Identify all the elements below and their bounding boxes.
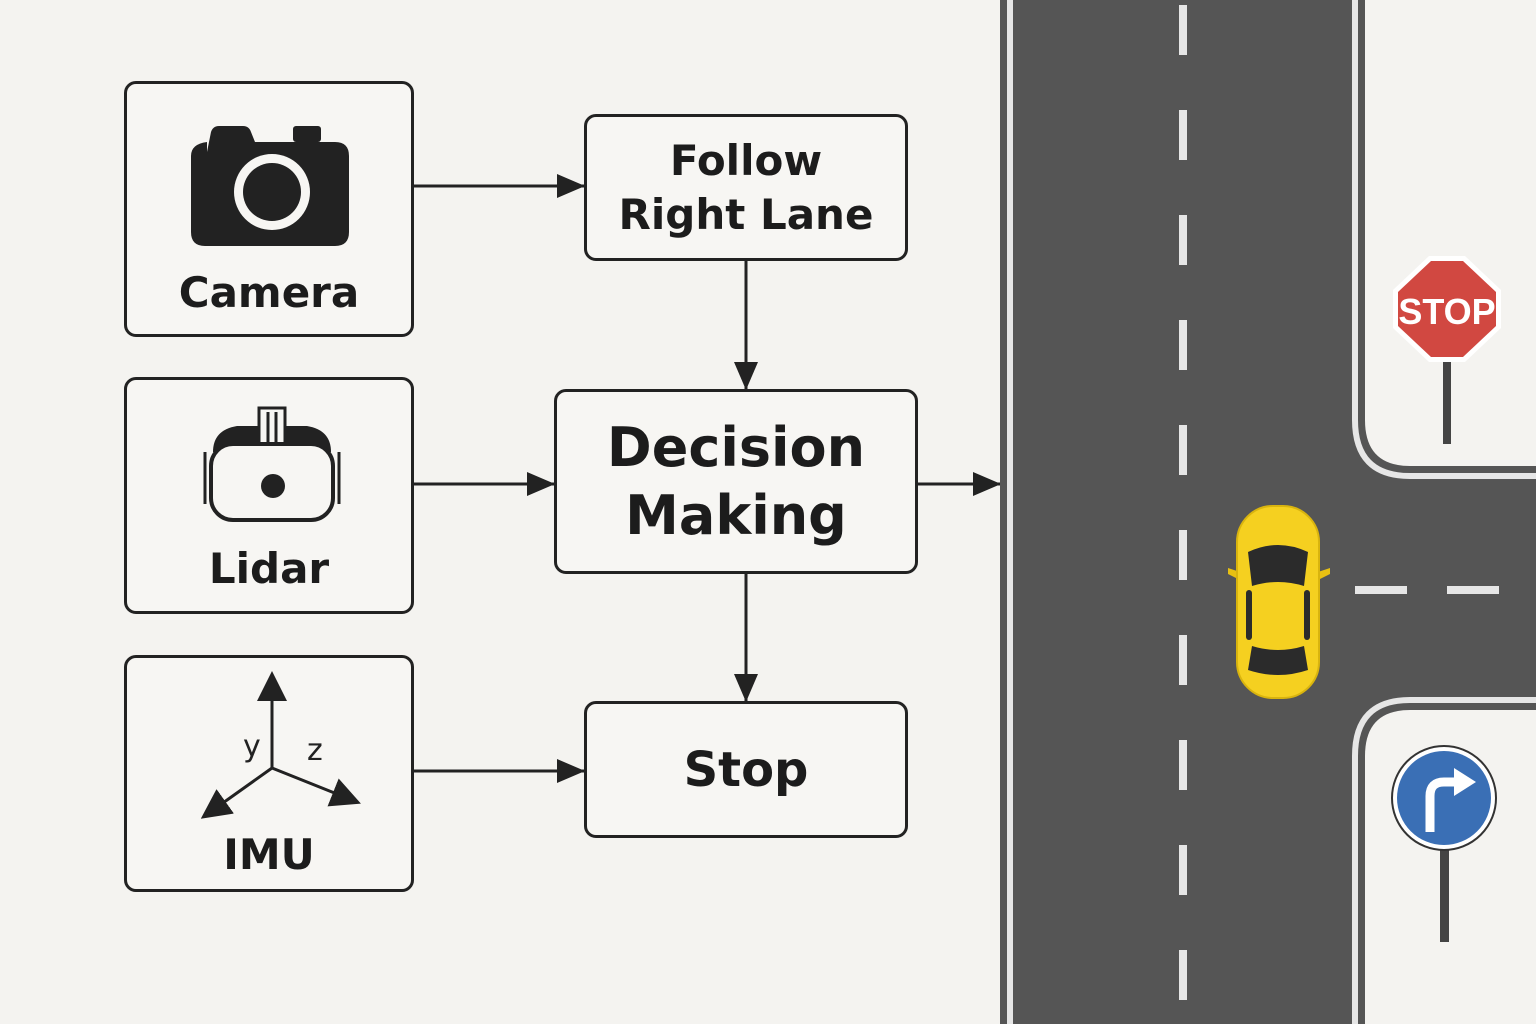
turn-right-arrow-icon [1391, 745, 1497, 942]
decision-making-box: Decision Making [554, 389, 918, 574]
camera-label: Camera [178, 268, 360, 317]
axis-z-label: z [307, 733, 323, 768]
follow-lane-box: Follow Right Lane [584, 114, 908, 261]
decision-making-label: Decision Making [606, 415, 866, 547]
lidar-sensor-box: Lidar [124, 377, 414, 614]
axis-y-label: y [243, 729, 261, 764]
stop-sign-text: STOP [1398, 291, 1495, 332]
stop-sign-icon: STOP [1393, 256, 1501, 444]
lidar-label: Lidar [208, 544, 330, 593]
imu-label: IMU [223, 830, 315, 879]
imu-sensor-box: y z IMU [124, 655, 414, 892]
follow-lane-label: Follow Right Lane [618, 135, 874, 239]
stop-box: Stop [584, 701, 908, 838]
camera-icon [191, 126, 349, 246]
stop-label: Stop [683, 741, 809, 798]
car-icon [1228, 505, 1330, 699]
axes-icon: y z [200, 671, 361, 819]
lidar-icon [203, 406, 341, 522]
camera-sensor-box: Camera [124, 81, 414, 337]
